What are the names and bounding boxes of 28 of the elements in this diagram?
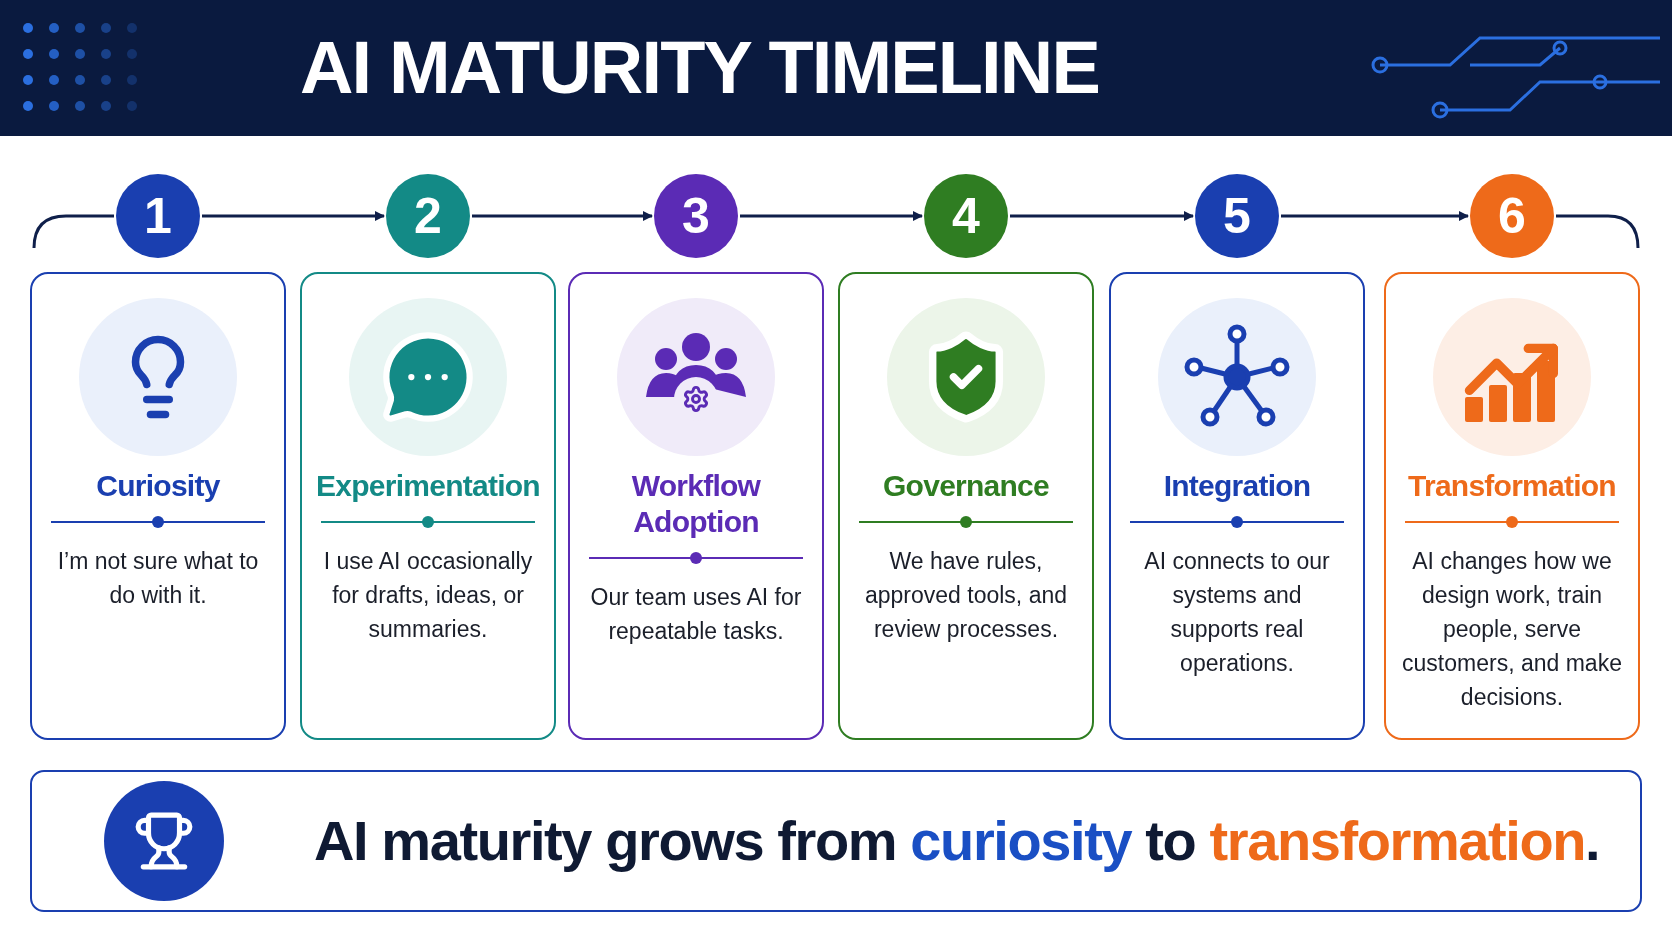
title: AI MATURITY TIMELINE — [300, 28, 1099, 108]
arrow — [740, 211, 923, 221]
stage-title: Governance — [882, 468, 1050, 504]
connector-line — [1556, 214, 1640, 249]
stage-description: Our team uses AI for repeatable tasks. — [589, 583, 803, 646]
arrow — [472, 211, 653, 221]
stage-card — [300, 272, 556, 740]
stage-title: Curiosity — [95, 468, 221, 504]
stage-description: AI connects to our systems and supports real operations. — [1143, 547, 1331, 678]
stage-description: AI changes how we design work, train people, serve customers, and make decisions. — [1401, 547, 1623, 712]
stage-title: Workflow Adoption — [630, 468, 762, 540]
stage-description: I’m not sure what to do with it. — [56, 547, 260, 610]
summary-sentence: AI maturity grows from curiosity to transformation. — [314, 808, 1600, 874]
stage-description: I use AI occasionally for drafts, ideas, or summaries. — [322, 547, 534, 644]
connector-line — [32, 214, 114, 249]
arrow — [1010, 211, 1194, 221]
arrow — [202, 211, 385, 221]
stage-description: We have rules, approved tools, and review processes. — [863, 547, 1068, 644]
stage-title: Transformation — [1407, 468, 1617, 504]
stage-card — [1109, 272, 1365, 740]
stage-title: Integration — [1162, 468, 1312, 504]
stage-card — [838, 272, 1094, 740]
arrow — [1281, 211, 1469, 221]
stage-card — [30, 272, 286, 740]
summary-banner — [30, 770, 1642, 912]
stage-card — [1384, 272, 1640, 740]
stage-card — [568, 272, 824, 740]
stage-title: Experimentation — [315, 468, 541, 504]
